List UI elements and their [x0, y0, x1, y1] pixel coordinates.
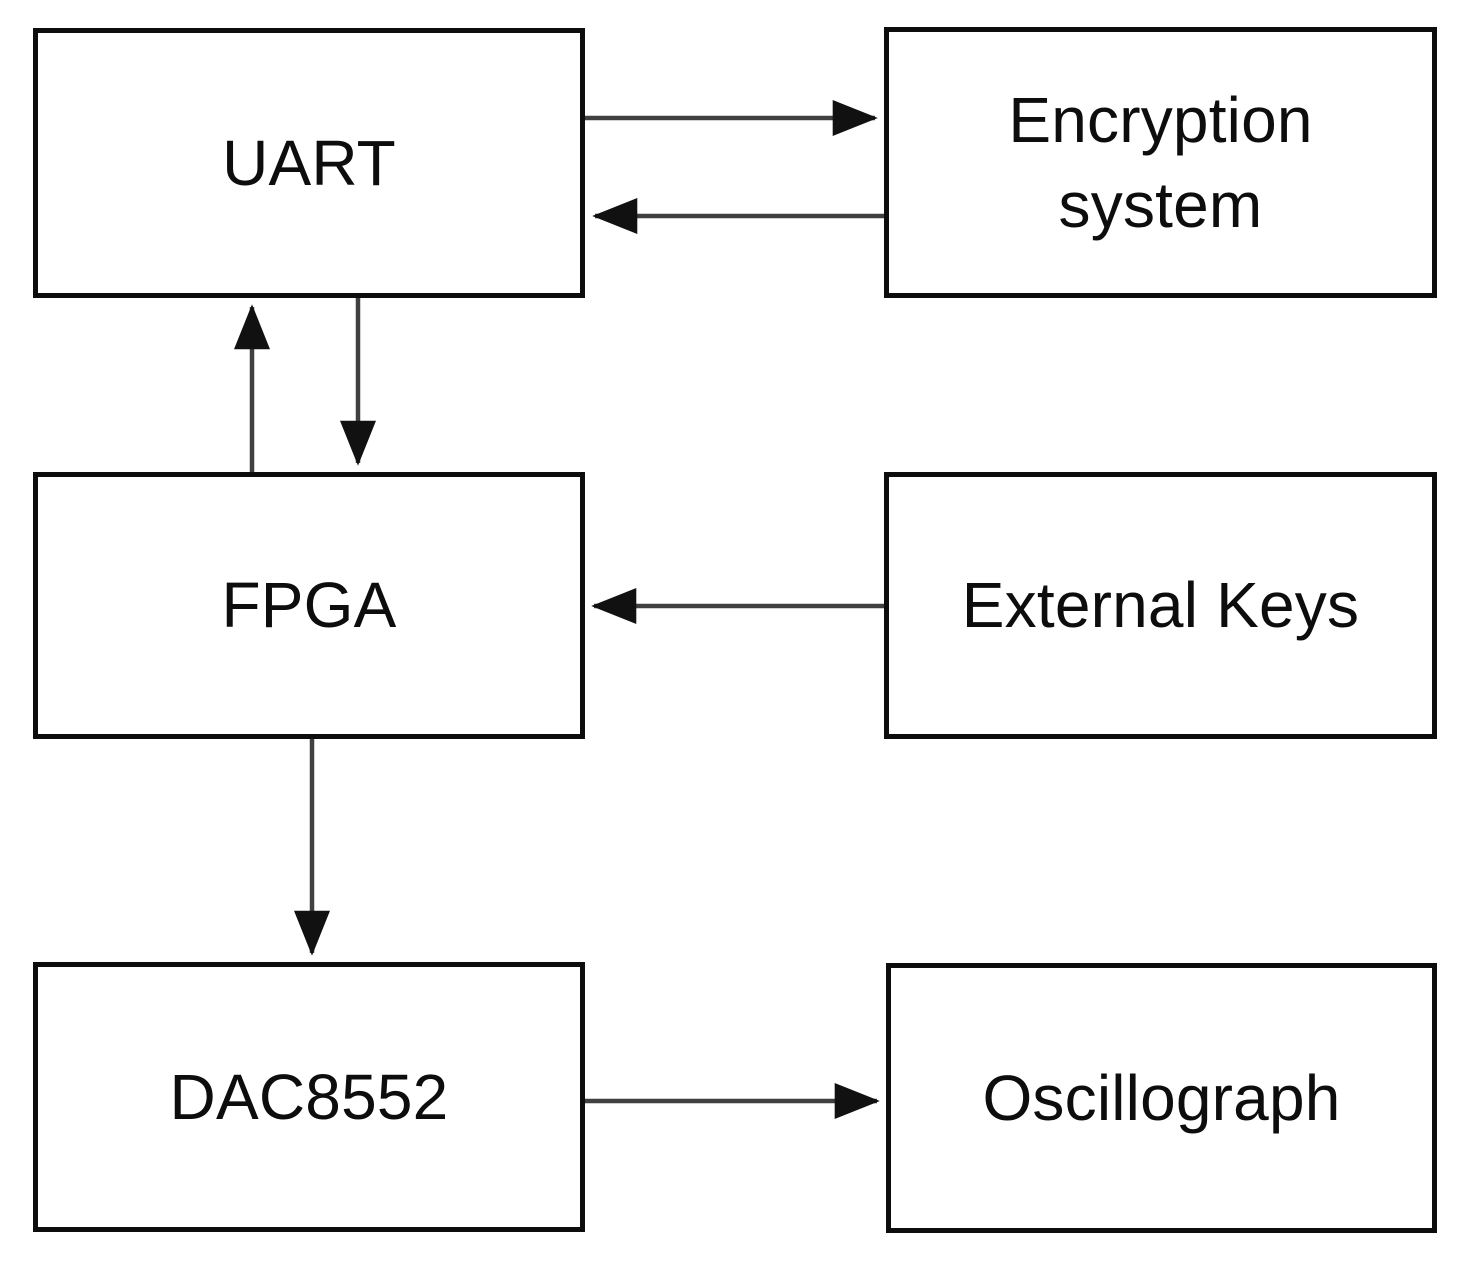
block-external-keys[interactable]: External Keys	[884, 472, 1437, 739]
block-uart[interactable]: UART	[33, 28, 585, 298]
block-uart-label: UART	[222, 126, 396, 199]
block-encryption-system-label: Encryption system	[1008, 84, 1313, 241]
block-external-keys-label: External Keys	[961, 569, 1360, 642]
block-encryption-system[interactable]: Encryption system	[884, 27, 1437, 298]
block-fpga-label: FPGA	[221, 569, 397, 642]
block-oscillograph-label: Oscillograph	[982, 1061, 1341, 1134]
block-dac8552[interactable]: DAC8552	[33, 962, 585, 1232]
block-oscillograph[interactable]: Oscillograph	[886, 963, 1437, 1233]
block-fpga[interactable]: FPGA	[33, 472, 585, 739]
block-dac8552-label: DAC8552	[169, 1060, 449, 1133]
